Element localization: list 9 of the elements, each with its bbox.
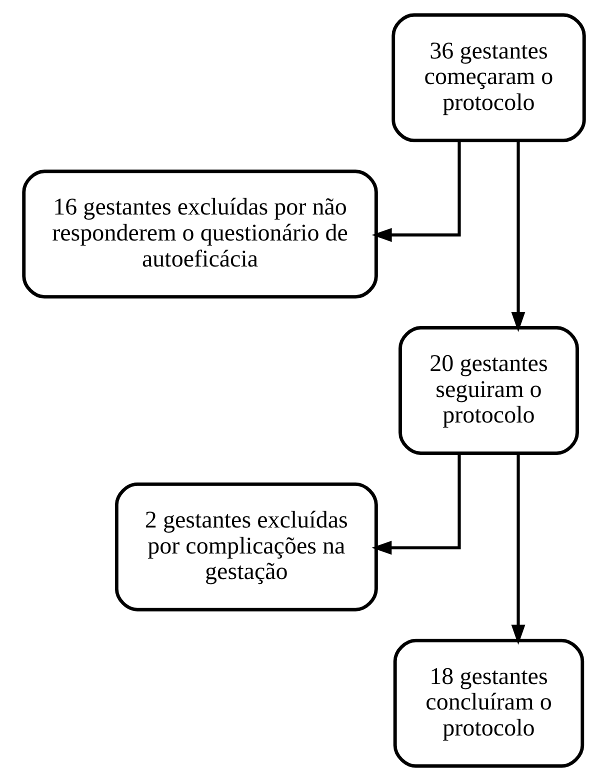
node-box: 16 gestantes excluídas por não responderem o questionário de autoeficácia — [22, 170, 378, 299]
node-box: 36 gestantes começaram o protocolo — [392, 13, 586, 142]
arrow — [511, 141, 526, 332]
node-box: 18 gestantes concluíram o protocolo — [393, 638, 584, 768]
node-box: 20 gestantes seguiram o protocolo — [398, 326, 579, 455]
arrow — [372, 454, 461, 555]
node-box: 2 gestantes excluídas por complicações na gestação — [114, 482, 378, 612]
arrow — [511, 454, 526, 645]
arrow — [372, 140, 461, 242]
